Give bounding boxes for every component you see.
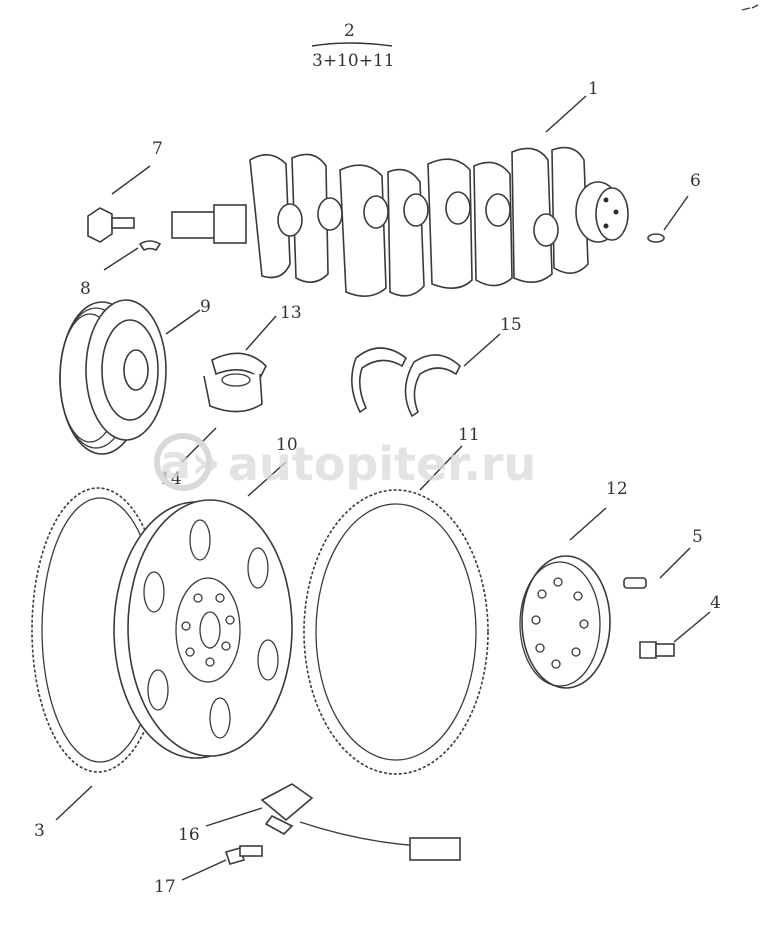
callout-10: 10 <box>276 435 298 455</box>
callout-7: 7 <box>152 139 163 159</box>
dowel-part <box>623 577 647 589</box>
callout-15: 15 <box>500 315 522 335</box>
sensor-bolt-part <box>224 845 263 865</box>
callout-17: 17 <box>154 877 176 897</box>
crank-bolt-part <box>87 207 135 243</box>
callout-9: 9 <box>200 297 211 317</box>
reluctor-ring-part <box>303 489 489 775</box>
crank-position-sensor-part <box>260 783 461 861</box>
watermark-logo-icon <box>154 433 212 491</box>
callout-11: 11 <box>458 425 480 445</box>
callout-12: 12 <box>606 479 628 499</box>
adapter-plate-part <box>519 555 611 689</box>
callout-6: 6 <box>690 171 701 191</box>
callout-16: 16 <box>178 825 200 845</box>
watermark-logo-mark: a» <box>160 435 221 489</box>
callout-8: 8 <box>80 279 91 299</box>
pilot-pin-part <box>647 233 665 243</box>
watermark: a» autopiter.ru <box>154 433 536 491</box>
callout-2-composition: 3+10+11 <box>312 51 395 71</box>
watermark-text: autopiter.ru <box>228 437 536 491</box>
crank-pulley-part <box>59 299 167 455</box>
woodruff-key-part <box>138 240 162 252</box>
callout-13: 13 <box>280 303 302 323</box>
corner-mark <box>741 4 759 11</box>
leader-lines <box>55 42 711 881</box>
main-bearing-shells-part <box>203 352 267 413</box>
thrust-washers-part <box>351 347 461 418</box>
flywheel-bolt-part <box>639 641 675 659</box>
crankshaft-part <box>171 146 629 297</box>
callout-5: 5 <box>692 527 703 547</box>
callout-2: 2 <box>344 21 355 41</box>
callout-1: 1 <box>588 79 599 99</box>
callout-labels: 2 3+10+11 1 7 6 8 9 13 15 10 11 14 12 5 … <box>34 21 721 897</box>
callout-3: 3 <box>34 821 45 841</box>
callout-4: 4 <box>710 593 721 613</box>
flex-plate-part <box>113 499 293 759</box>
